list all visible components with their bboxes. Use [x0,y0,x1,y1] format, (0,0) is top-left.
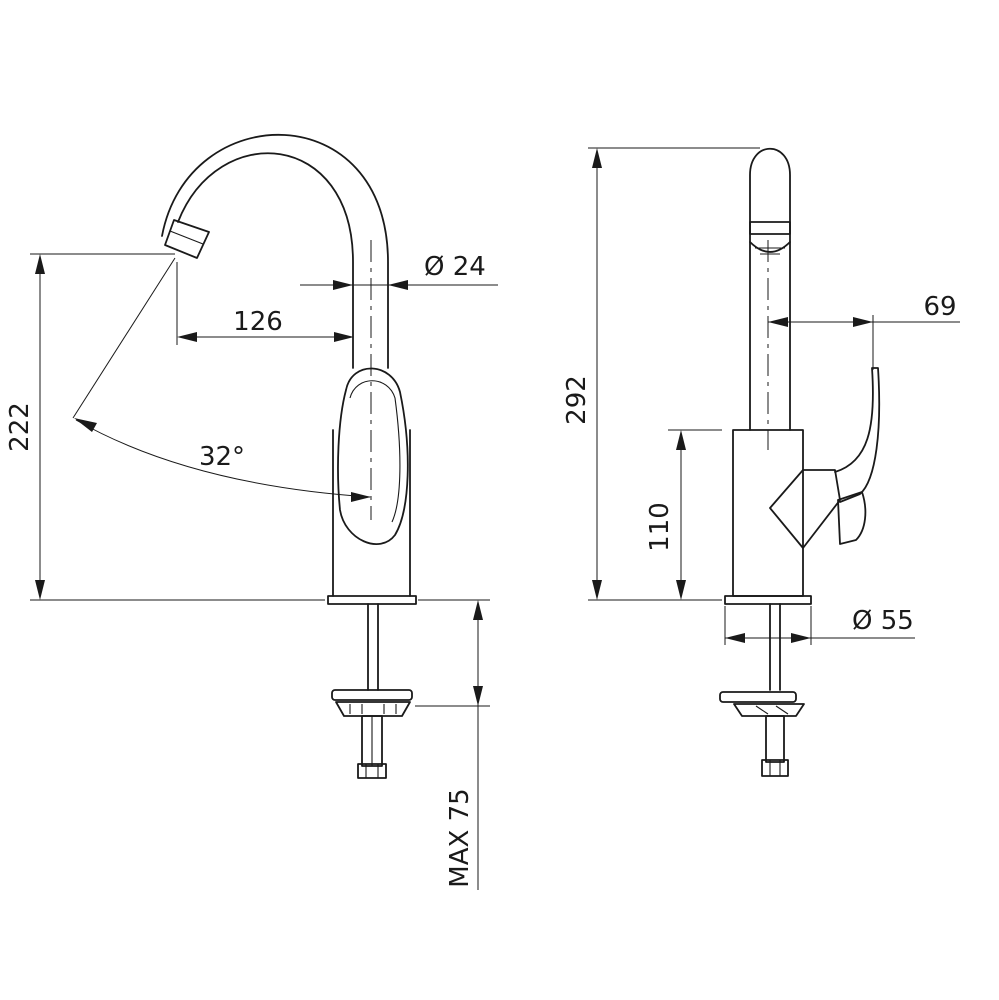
left-handle [337,367,409,545]
right-base-dimension [724,606,915,645]
right-height-label: 292 [562,375,592,425]
left-angle-label: 32° [199,442,245,472]
right-handle-dimension [768,315,960,370]
left-angle-dimension [72,257,371,502]
right-view: 292 110 69 Ø 55 [562,147,960,777]
left-reach-dimension [176,262,354,345]
left-height-dimension [30,253,325,601]
right-handle-label: 69 [923,292,956,322]
left-reach-label: 126 [233,307,283,337]
left-diameter-label: Ø 24 [424,252,486,282]
right-base-label: Ø 55 [852,606,914,636]
right-handle [769,367,881,549]
right-base-plate [724,595,812,605]
left-diameter-dimension [300,280,498,290]
right-height-dimension [588,147,760,601]
right-body-label: 110 [645,502,675,552]
left-base-plate [327,595,417,605]
right-spout [749,148,791,431]
left-view: 222 126 Ø 24 32° MAX 75 [5,133,498,890]
right-body [732,429,804,597]
right-mounting-kit [719,603,805,777]
right-body-dimension [668,429,722,600]
left-max-dimension [415,599,490,890]
left-max-label: MAX 75 [445,788,475,887]
left-spout [161,133,389,369]
left-body [332,429,411,597]
left-height-label: 222 [5,402,35,452]
left-mounting-kit [331,603,413,779]
